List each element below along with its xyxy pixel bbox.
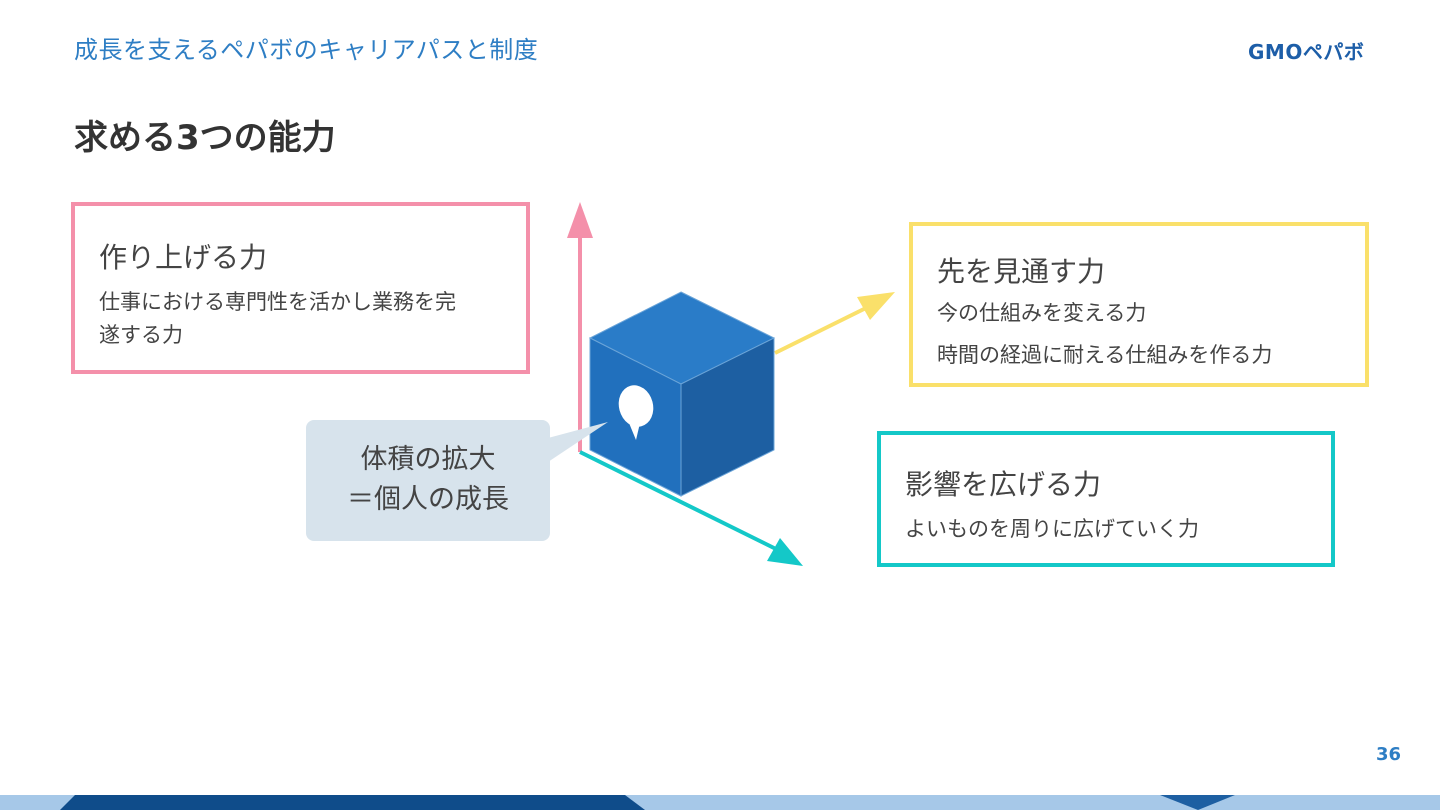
ability-box-vision: 先を見通す力 今の仕組みを変える力 時間の経過に耐える仕組みを作る力	[909, 222, 1369, 387]
slide-subtitle: 成長を支えるペパボのキャリアパスと制度	[74, 36, 539, 64]
company-logo: GMOペパボ	[1248, 40, 1365, 64]
footer-dark-band	[60, 795, 645, 810]
page-number: 36	[1376, 744, 1402, 765]
cube	[588, 291, 776, 497]
ability-create-desc-1: 仕事における専門性を活かし業務を完	[99, 290, 456, 314]
axis-create-arrowhead	[567, 202, 593, 238]
axis-vision-arrowhead	[857, 292, 895, 320]
callout-tail	[548, 422, 608, 462]
axis-influence-arrowhead	[767, 538, 803, 566]
axis-vision	[774, 305, 869, 355]
axis-influence	[579, 450, 779, 552]
ability-create-desc-2: 遂する力	[99, 323, 183, 347]
ability-vision-desc-1: 今の仕組みを変える力	[937, 301, 1147, 325]
ability-influence-desc-1: よいものを周りに広げていく力	[905, 517, 1199, 541]
ability-create-title: 作り上げる力	[99, 241, 268, 274]
ability-vision-desc-2: 時間の経過に耐える仕組みを作る力	[937, 343, 1273, 367]
growth-callout: 体積の拡大 ＝個人の成長	[306, 420, 550, 541]
callout-line-1: 体積の拡大	[360, 444, 496, 475]
ability-box-influence: 影響を広げる力 よいものを周りに広げていく力	[877, 431, 1335, 567]
footer-bar	[0, 795, 1440, 810]
speech-bubble-icon	[618, 385, 654, 440]
ability-box-create: 作り上げる力 仕事における専門性を活かし業務を完 遂する力	[71, 202, 530, 374]
page-title: 求める3つの能力	[74, 118, 336, 158]
footer-dark-notch	[1160, 795, 1235, 810]
ability-influence-title: 影響を広げる力	[905, 468, 1102, 501]
cube-right-face	[680, 337, 775, 497]
callout-line-2: ＝個人の成長	[347, 484, 509, 515]
ability-vision-title: 先を見通す力	[937, 255, 1106, 288]
